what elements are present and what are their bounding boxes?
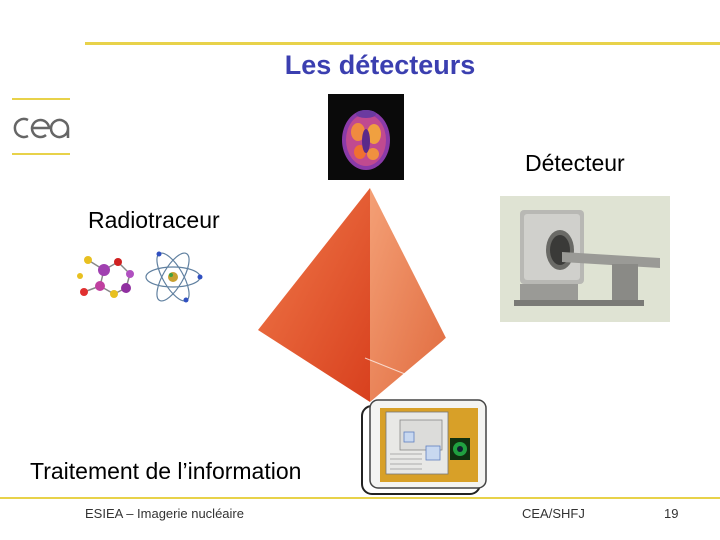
footer-accent-line <box>0 497 720 499</box>
computer-monitor-icon <box>361 399 487 495</box>
footer-organization: CEA/SHFJ <box>522 506 585 521</box>
molecule-icon <box>77 256 134 298</box>
logo-top-line <box>12 98 70 100</box>
label-processing: Traitement de l’information <box>30 458 302 484</box>
atom-icon <box>145 251 203 303</box>
pet-scanner-image <box>500 196 670 322</box>
logo-bottom-line <box>12 153 70 155</box>
brain-pet-scan-image <box>328 94 404 180</box>
pyramid-diagram <box>258 188 447 402</box>
label-radiotracer: Radiotraceur <box>88 207 220 233</box>
top-accent-line <box>85 42 720 45</box>
label-detector: Détecteur <box>525 150 625 176</box>
cea-logo <box>13 117 70 139</box>
page-number: 19 <box>664 506 679 521</box>
slide-title: Les détecteurs <box>284 50 476 80</box>
footer-course: ESIEA – Imagerie nucléaire <box>85 506 244 521</box>
